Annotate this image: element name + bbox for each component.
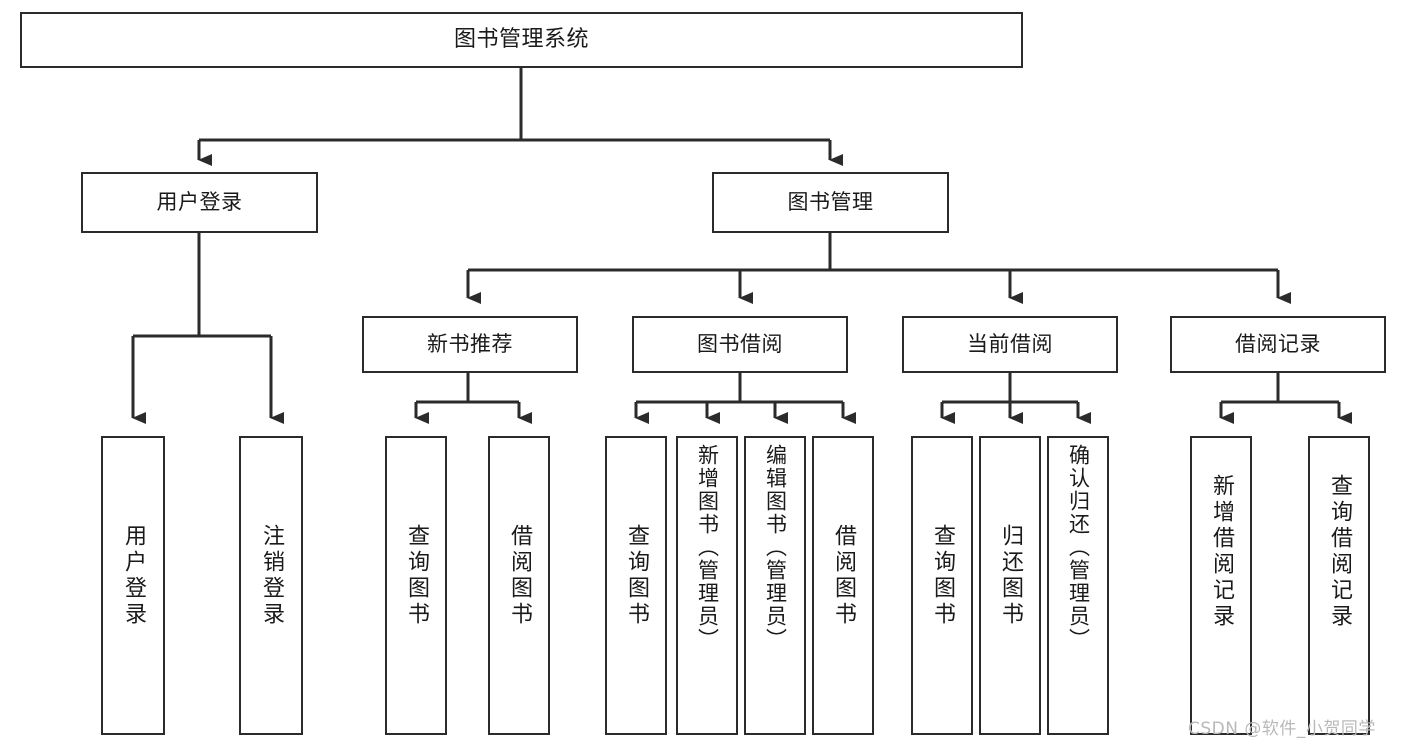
node-leaf-rec-add[interactable]: 新增借阅记录	[1190, 436, 1252, 735]
node-leaf-borrow-lend-label: 借阅图书	[831, 524, 856, 628]
node-root[interactable]: 图书管理系统	[20, 12, 1023, 68]
node-leaf-rec-borrow-label: 借阅图书	[507, 524, 532, 628]
node-leaf-borrow-query-label: 查询图书	[624, 524, 649, 628]
node-leaf-borrow-query[interactable]: 查询图书	[605, 436, 667, 735]
node-leaf-cur-query-label: 查询图书	[930, 524, 955, 628]
node-leaf-borrow-add-label: 新增图书（管理员）	[695, 444, 720, 651]
node-leaf-rec-borrow[interactable]: 借阅图书	[488, 436, 550, 735]
node-new-book-rec-label: 新书推荐	[427, 332, 513, 357]
node-leaf-borrow-lend[interactable]: 借阅图书	[812, 436, 874, 735]
node-borrow-record[interactable]: 借阅记录	[1170, 316, 1386, 373]
node-leaf-borrow-edit[interactable]: 编辑图书（管理员）	[744, 436, 806, 735]
node-new-book-rec[interactable]: 新书推荐	[362, 316, 578, 373]
node-user-login-label: 用户登录	[156, 190, 243, 215]
node-leaf-rec-query[interactable]: 查询图书	[385, 436, 447, 735]
node-leaf-cur-query[interactable]: 查询图书	[911, 436, 973, 735]
node-leaf-cur-confirm-label: 确认归还（管理员）	[1066, 444, 1091, 651]
node-book-borrow-label: 图书借阅	[697, 332, 783, 357]
node-root-label: 图书管理系统	[453, 27, 589, 53]
node-leaf-rec-add-label: 新增借阅记录	[1209, 474, 1234, 630]
node-leaf-rec-search-label: 查询借阅记录	[1327, 474, 1352, 630]
node-borrow-record-label: 借阅记录	[1235, 332, 1321, 357]
node-leaf-cur-return[interactable]: 归还图书	[979, 436, 1041, 735]
node-leaf-user-logout[interactable]: 注销登录	[239, 436, 303, 735]
node-leaf-cur-return-label: 归还图书	[998, 524, 1023, 628]
node-book-mgmt[interactable]: 图书管理	[712, 172, 949, 233]
node-leaf-rec-query-label: 查询图书	[404, 524, 429, 628]
node-current-borrow-label: 当前借阅	[967, 332, 1053, 357]
node-book-borrow[interactable]: 图书借阅	[632, 316, 848, 373]
node-leaf-user-logout-label: 注销登录	[259, 524, 284, 628]
node-leaf-user-login-label: 用户登录	[121, 524, 146, 628]
node-leaf-borrow-add[interactable]: 新增图书（管理员）	[676, 436, 738, 735]
node-leaf-user-login[interactable]: 用户登录	[101, 436, 165, 735]
node-leaf-cur-confirm[interactable]: 确认归还（管理员）	[1047, 436, 1109, 735]
node-book-mgmt-label: 图书管理	[787, 190, 874, 215]
node-leaf-borrow-edit-label: 编辑图书（管理员）	[763, 444, 788, 651]
node-user-login[interactable]: 用户登录	[81, 172, 318, 233]
node-leaf-rec-search[interactable]: 查询借阅记录	[1308, 436, 1370, 735]
node-current-borrow[interactable]: 当前借阅	[902, 316, 1118, 373]
